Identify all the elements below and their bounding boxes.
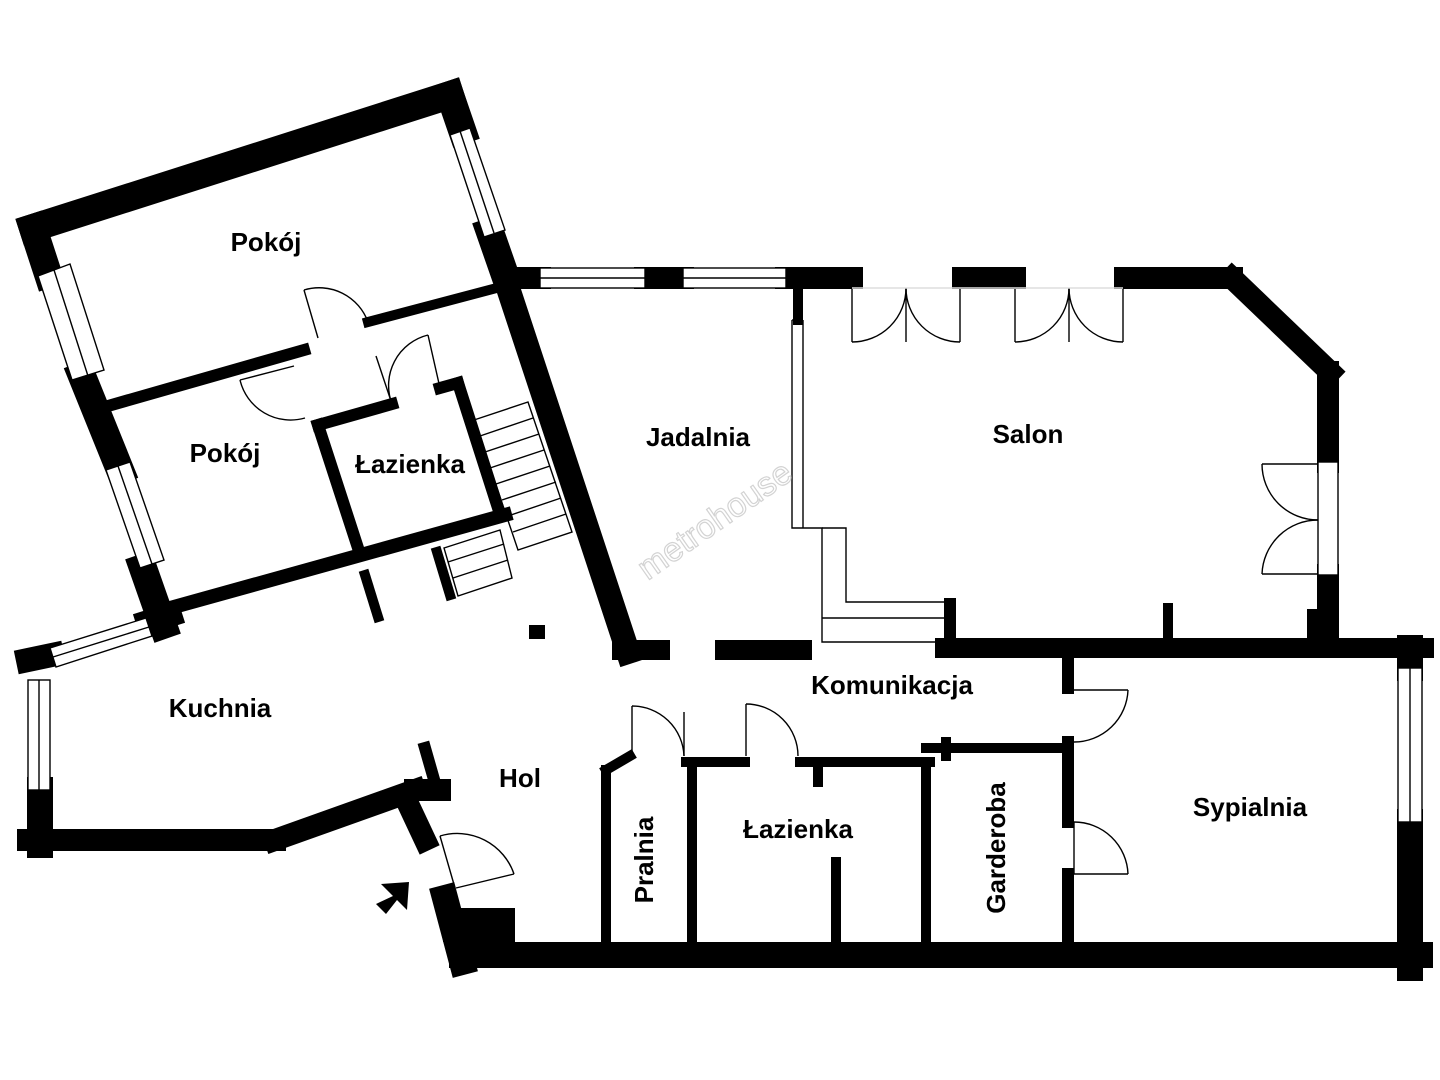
wall-kuchnia-hol-stub bbox=[417, 740, 445, 798]
door-salon-top-2 bbox=[1014, 287, 1124, 343]
door-salon-top-1 bbox=[851, 287, 961, 343]
wall-upper-bottom bbox=[154, 506, 514, 619]
room-label-jadalnia: Jadalnia bbox=[646, 422, 751, 452]
room-label-garderoba: Garderoba bbox=[981, 782, 1011, 914]
windows bbox=[27, 127, 1423, 823]
door-pokoj-top bbox=[303, 287, 369, 339]
room-label-lazienka-bottom: Łazienka bbox=[743, 814, 853, 844]
wall-entrance-right-top bbox=[395, 793, 440, 855]
stairs-lower bbox=[443, 529, 513, 597]
window-salon-right bbox=[1317, 461, 1339, 576]
room-label-komunikacja: Komunikacja bbox=[811, 670, 973, 700]
wall-stair-diagonal bbox=[492, 272, 644, 668]
room-label-sypialnia: Sypialnia bbox=[1193, 792, 1308, 822]
door-pralnia bbox=[631, 705, 685, 757]
watermark: metrohouse bbox=[630, 453, 799, 587]
wall-upper-left-top bbox=[15, 210, 66, 292]
door-sypialnia-mid bbox=[1073, 821, 1129, 875]
door-sypialnia-top bbox=[1073, 689, 1129, 743]
wall-pokoj-divider-right bbox=[361, 278, 515, 329]
room-labels: Pokój Pokój Łazienka Jadalnia Salon Kuch… bbox=[169, 227, 1308, 914]
stairs-upper bbox=[473, 401, 573, 551]
door-lazienka-top bbox=[375, 334, 441, 405]
room-label-pralnia: Pralnia bbox=[629, 816, 659, 903]
wall-upper-right-top bbox=[432, 77, 480, 148]
room-label-pokoj-mid: Pokój bbox=[190, 438, 261, 468]
room-label-lazienka-top: Łazienka bbox=[355, 449, 465, 479]
room-label-kuchnia: Kuchnia bbox=[169, 693, 272, 723]
doors bbox=[239, 287, 1319, 889]
wall-kuchnia-top-left bbox=[13, 640, 67, 675]
wall-pokoj-divider-left bbox=[100, 342, 312, 414]
wall-stub-pokoj bbox=[358, 568, 385, 624]
room-label-hol: Hol bbox=[499, 763, 541, 793]
door-salon-right bbox=[1261, 463, 1319, 575]
walls bbox=[13, 77, 1434, 981]
room-label-pokoj-top: Pokój bbox=[231, 227, 302, 257]
wall-lazienka-right bbox=[450, 375, 506, 516]
door-pokoj-mid bbox=[239, 365, 306, 421]
wall-salon-bay-diagonal bbox=[1216, 262, 1346, 388]
wall-lazienka-left bbox=[310, 417, 366, 556]
stairs bbox=[443, 401, 573, 597]
room-label-salon: Salon bbox=[993, 419, 1064, 449]
door-lazienka-bottom bbox=[745, 703, 799, 757]
wall-upper-top bbox=[15, 77, 468, 246]
wall-upper-left-mid bbox=[63, 357, 139, 489]
wall-kuchnia-top-right bbox=[132, 599, 186, 638]
wall-stub-stairs bbox=[430, 545, 457, 602]
column-block bbox=[529, 625, 545, 639]
wall-lazienka-top bbox=[310, 396, 400, 433]
wall-kuchnia-bottom-diag bbox=[260, 775, 430, 855]
built-in-l bbox=[791, 319, 944, 643]
door-entrance bbox=[439, 832, 515, 889]
entrance-arrow-icon bbox=[376, 882, 409, 914]
